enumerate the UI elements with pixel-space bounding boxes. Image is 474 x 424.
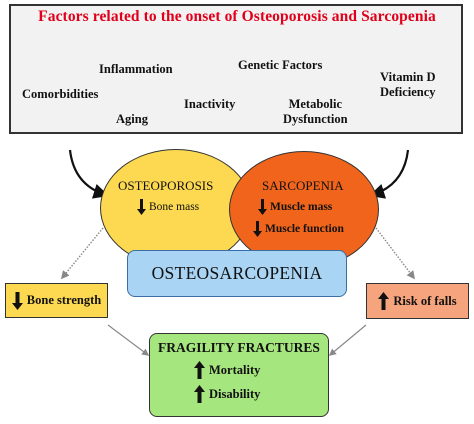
sarcopenia-item-1: Muscle mass [258, 199, 332, 215]
factor-inflammation: Inflammation [99, 62, 173, 76]
fragility-fractures-box: FRAGILITY FRACTURES Mortality Disability [149, 333, 329, 417]
factor-metabolic-line2: Dysfunction [283, 112, 348, 126]
arrow-to-bone-strength [60, 227, 104, 280]
fragility-item-label-2: Disability [209, 386, 261, 401]
risk-of-falls-label: Risk of falls [393, 293, 457, 308]
up-arrow-icon [194, 385, 205, 403]
up-arrow-icon [194, 361, 205, 379]
factor-metabolic-line1: Metabolic [288, 97, 343, 111]
down-arrow-icon [11, 291, 23, 310]
curved-arrow-right [369, 149, 410, 199]
sarcopenia-item-2: Muscle function [253, 221, 344, 237]
fragility-item-1: Mortality [194, 361, 260, 379]
fragility-title: FRAGILITY FRACTURES [158, 340, 320, 355]
osteoporosis-item-label: Bone mass [149, 201, 200, 213]
down-arrow-icon [258, 199, 267, 215]
factor-vitamin-d: Vitamin D Deficiency [380, 70, 436, 100]
up-arrow-icon [378, 292, 390, 310]
arrow-falls-to-fragility [328, 324, 367, 356]
bone-strength-label: Bone strength [26, 293, 102, 307]
factors-box [9, 4, 463, 134]
osteosarcopenia-label: OSTEOSARCOPENIA [151, 263, 323, 283]
factor-aging: Aging [116, 112, 148, 126]
factors-title: Factors related to the onset of Osteopor… [38, 8, 436, 25]
sarcopenia-item-label-1: Muscle mass [270, 201, 333, 213]
bone-strength-box: Bone strength [5, 283, 108, 318]
down-arrow-icon [137, 199, 146, 215]
arrow-to-risk-of-falls [375, 227, 416, 280]
factor-vitamin-d-line1: Vitamin D [380, 70, 436, 84]
osteoporosis-title: OSTEOPOROSIS [118, 178, 214, 193]
fragility-item-2: Disability [194, 385, 260, 403]
factor-comorbidities: Comorbidities [22, 87, 99, 101]
arrow-bone-to-fragility [107, 324, 150, 356]
osteoporosis-item: Bone mass [137, 199, 199, 215]
curved-arrow-left [68, 149, 109, 199]
sarcopenia-item-label-2: Muscle function [265, 223, 344, 235]
osteoporosis-ellipse [100, 149, 252, 267]
sarcopenia-title: SARCOPENIA [262, 178, 344, 193]
down-arrow-icon [253, 221, 262, 237]
sarcopenia-ellipse [229, 151, 379, 268]
factor-vitamin-d-line2: Deficiency [380, 85, 436, 99]
factor-metabolic: Metabolic Dysfunction [283, 97, 348, 127]
risk-of-falls-box: Risk of falls [366, 283, 469, 319]
osteosarcopenia-box: OSTEOSARCOPENIA [127, 250, 347, 297]
factor-inactivity: Inactivity [184, 97, 236, 111]
fragility-item-label-1: Mortality [209, 362, 261, 377]
factor-genetic: Genetic Factors [238, 58, 323, 72]
